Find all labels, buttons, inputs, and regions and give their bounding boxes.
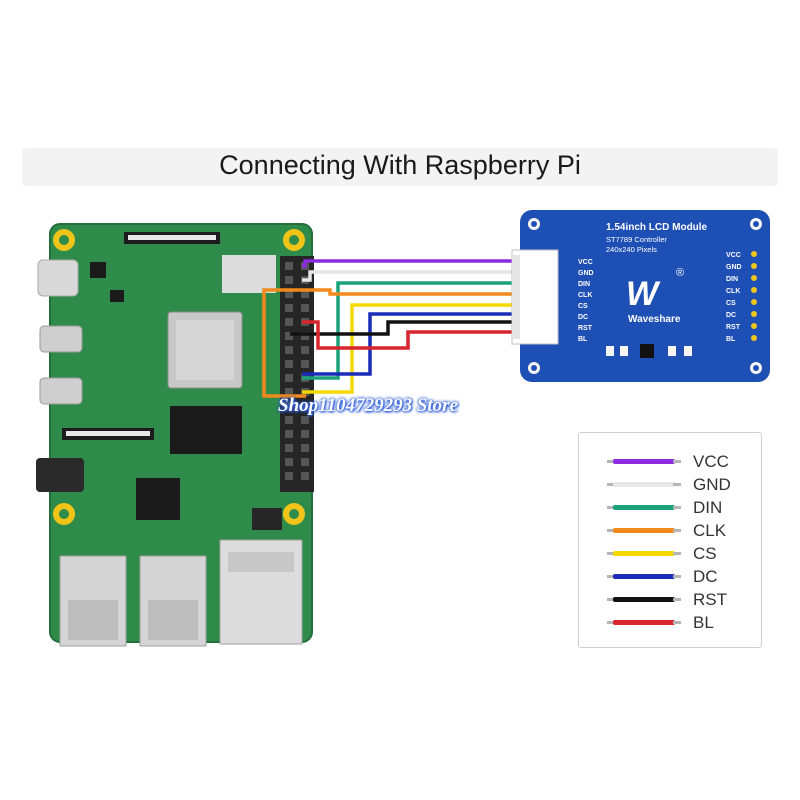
wire-dc xyxy=(302,312,516,376)
svg-text:RST: RST xyxy=(578,325,593,332)
wire-color-legend: VCC GND DIN CLK CS DC RST BL xyxy=(578,432,762,648)
mounting-holes xyxy=(53,229,305,525)
wire-vcc xyxy=(302,259,516,268)
svg-text:VCC: VCC xyxy=(578,259,593,266)
svg-text:CS: CS xyxy=(726,300,736,307)
legend-item: CS xyxy=(579,543,761,565)
wire-din xyxy=(302,281,516,380)
raspberry-pi-board xyxy=(36,223,314,647)
title-bar xyxy=(22,148,778,186)
legend-item: GND xyxy=(579,474,761,496)
lcd-pin-labels-right: VCC GND DIN CLK CS DC RST BL xyxy=(726,252,742,343)
lcd-controller: ST7789 Controller xyxy=(606,235,667,244)
legend-swatch xyxy=(613,551,675,556)
svg-text:GND: GND xyxy=(578,270,594,277)
lcd-pin-labels-left: VCC GND DIN CLK CS DC RST BL xyxy=(578,259,594,343)
legend-swatch xyxy=(613,482,675,487)
legend-swatch xyxy=(613,528,675,533)
ram-chip xyxy=(170,406,242,454)
svg-text:CS: CS xyxy=(578,303,588,310)
legend-swatch xyxy=(613,574,675,579)
lcd-module: 1.54inch LCD Module ST7789 Controller 24… xyxy=(511,210,770,382)
svg-text:CLK: CLK xyxy=(578,292,592,299)
legend-swatch xyxy=(613,620,675,625)
svg-text:DIN: DIN xyxy=(578,281,590,288)
wire-rst xyxy=(290,320,516,336)
legend-label: DC xyxy=(693,567,718,586)
svg-text:CLK: CLK xyxy=(726,288,740,295)
svg-text:BL: BL xyxy=(726,336,736,343)
lcd-title: 1.54inch LCD Module xyxy=(606,222,708,233)
svg-text:DC: DC xyxy=(578,314,588,321)
legend-label: RST xyxy=(693,590,727,609)
legend-swatch xyxy=(613,459,675,464)
lcd-brand: Waveshare xyxy=(628,314,681,325)
legend-label: VCC xyxy=(693,452,729,471)
legend-swatch xyxy=(613,597,675,602)
legend-item: RST xyxy=(579,589,761,611)
legend-item: CLK xyxy=(579,520,761,542)
legend-item: DIN xyxy=(579,497,761,519)
svg-text:VCC: VCC xyxy=(726,252,741,259)
svg-text:BL: BL xyxy=(578,336,588,343)
waveshare-logo: W ® xyxy=(626,267,684,313)
svg-text:DC: DC xyxy=(726,312,736,319)
hdmi-port-1 xyxy=(39,325,83,353)
legend-item: BL xyxy=(579,612,761,634)
usb-ports xyxy=(59,555,207,647)
wire-gnd xyxy=(302,270,516,282)
lcd-resolution: 240x240 Pixels xyxy=(606,245,657,254)
wire-bl xyxy=(302,320,516,350)
legend-label: GND xyxy=(693,475,731,494)
wire-clk xyxy=(262,288,516,398)
audio-jack xyxy=(36,458,84,492)
svg-text:DIN: DIN xyxy=(726,276,738,283)
legend-label: CS xyxy=(693,544,717,563)
store-watermark: Shop1104729293 Store xyxy=(278,395,459,416)
svg-text:®: ® xyxy=(676,267,684,279)
legend-swatch xyxy=(613,505,675,510)
svg-text:W: W xyxy=(626,275,661,313)
hdmi-port-2 xyxy=(39,377,83,405)
legend-item: VCC xyxy=(579,451,761,473)
page-title: Connecting With Raspberry Pi xyxy=(219,150,581,180)
svg-text:RST: RST xyxy=(726,324,741,331)
wires xyxy=(262,259,516,398)
gpio-header xyxy=(280,256,314,492)
svg-text:GND: GND xyxy=(726,264,742,271)
legend-item: DC xyxy=(579,566,761,588)
legend-label: CLK xyxy=(693,521,727,540)
legend-label: BL xyxy=(693,613,714,632)
legend-label: DIN xyxy=(693,498,723,517)
usb-c-port xyxy=(37,259,79,297)
